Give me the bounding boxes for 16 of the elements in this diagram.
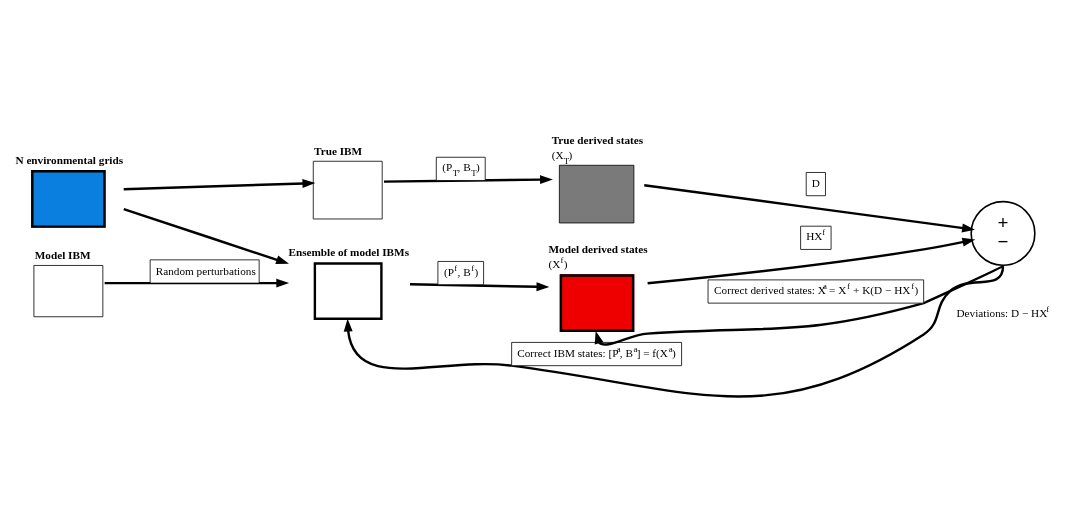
edge-label: Correct derived states: X$^{a}$ = X$^{f}$ + K(D − HX$^{f}$) [714,281,919,297]
edge-label: HX$^{f}$ [806,227,826,243]
node-label: Ensemble of model IBMs [288,246,410,259]
edge-label: (P$_{T}$, B$_{T}$) [442,161,480,179]
node-label: (X$_{T}$) [551,149,573,167]
edge-label: Random perturbations [155,264,256,277]
edge-label: (P$^{f}$, B$^{f}$) [443,262,479,278]
node-label: True derived states [551,133,644,146]
edge-label: D [811,177,820,190]
edge-label: Correct IBM states: [P$^{a}$, B$^{a}$] = f(X$^{a}$) [517,343,676,359]
node-label: (X$^{f}$) [548,255,568,271]
node-label: N environmental grids [15,153,124,166]
node-label: Model IBM [34,249,91,262]
node-label: Deviations: D − HX$^{f}$ [956,303,1050,319]
node-label: Model derived states [548,242,648,255]
node-label: True IBM [314,145,363,158]
